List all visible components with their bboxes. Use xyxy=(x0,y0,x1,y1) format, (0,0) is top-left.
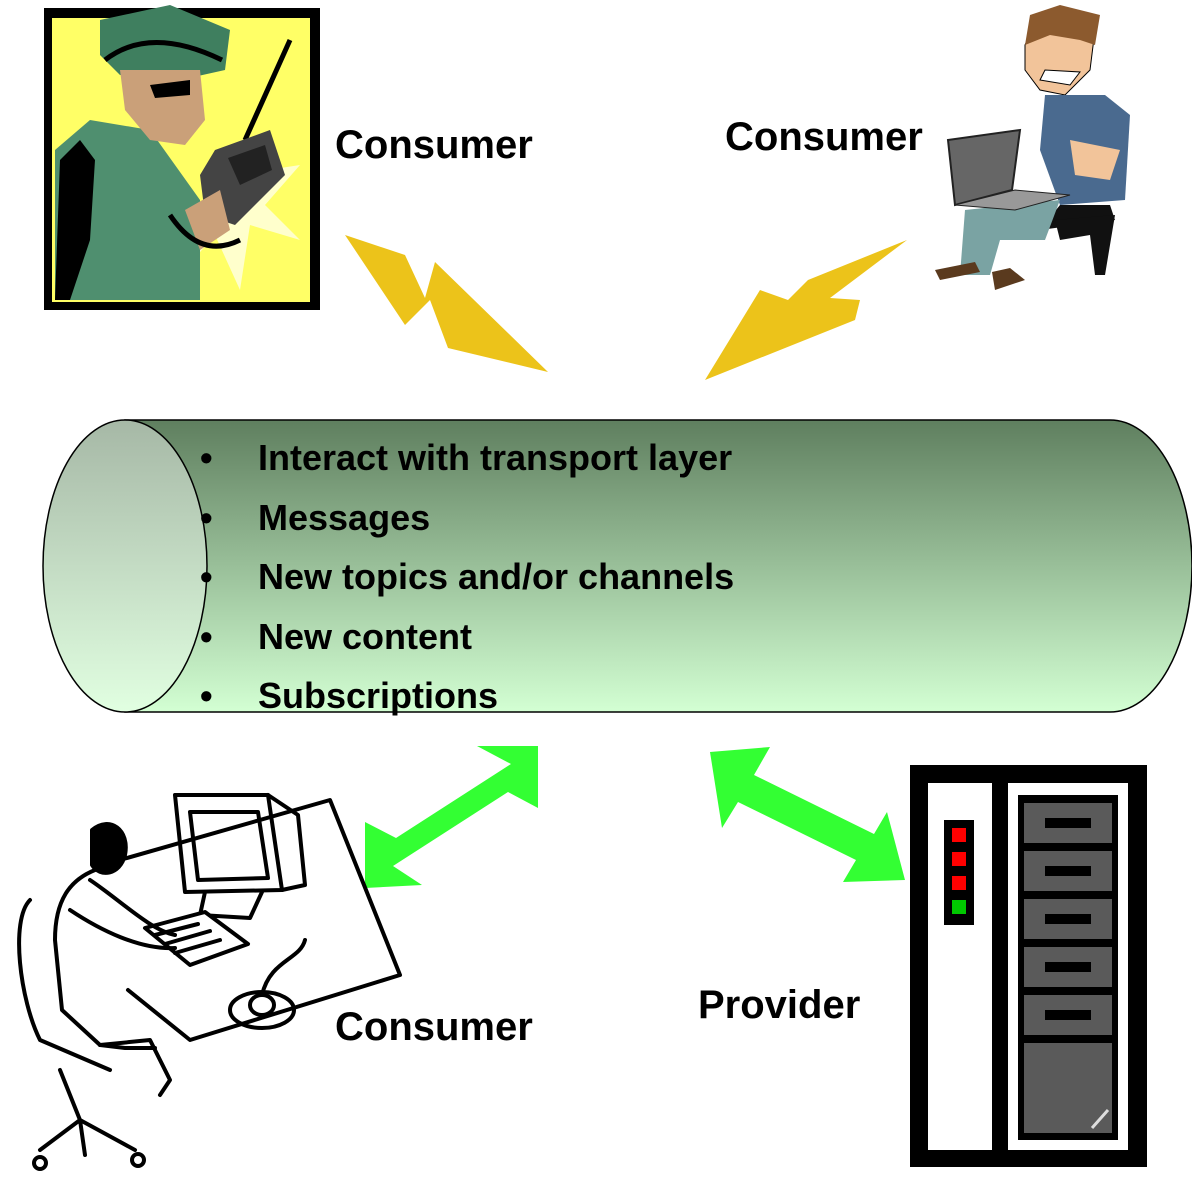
pipe-bullet-list: • Interact with transport layer • Messages… xyxy=(200,428,734,726)
server-led-red-3 xyxy=(952,876,966,890)
bullet-dot: • xyxy=(200,675,213,716)
server-led-red-2 xyxy=(952,852,966,866)
bullet-dot: • xyxy=(200,496,213,538)
bullet-item: • New topics and/or channels xyxy=(200,547,734,607)
bullet-item: • Subscriptions xyxy=(200,666,734,726)
lightning-bolt-right xyxy=(705,240,907,380)
bullet-text: New topics and/or channels xyxy=(258,556,735,597)
bullet-text: New content xyxy=(258,615,473,657)
server-led-green xyxy=(952,900,966,914)
double-arrow-consumer xyxy=(365,746,538,888)
bullet-text: Subscriptions xyxy=(258,675,499,716)
server-led-red-1 xyxy=(952,828,966,842)
bullet-dot: • xyxy=(200,556,213,597)
consumer-label-soldier: Consumer xyxy=(335,123,533,167)
consumer-label-laptop: Consumer xyxy=(725,115,923,159)
server-rack-icon xyxy=(910,765,1147,1167)
bullet-item: • Interact with transport layer xyxy=(200,428,734,488)
bullet-dot: • xyxy=(200,615,213,657)
lightning-bolt-left xyxy=(345,235,548,372)
desk-computer-user-icon xyxy=(17,793,402,1171)
bullet-text: Messages xyxy=(258,496,431,538)
bullet-dot: • xyxy=(200,437,213,478)
soldier-radio-icon xyxy=(44,5,320,310)
double-arrow-provider xyxy=(710,747,905,882)
bullet-text: Interact with transport layer xyxy=(258,437,733,478)
transport-pipe xyxy=(42,419,1192,713)
consumer-label-desk: Consumer xyxy=(335,1005,533,1049)
bullet-item: • Messages xyxy=(200,488,734,548)
laptop-user-icon xyxy=(935,5,1130,290)
bullet-item: • New content xyxy=(200,607,734,667)
provider-label: Provider xyxy=(698,983,861,1027)
